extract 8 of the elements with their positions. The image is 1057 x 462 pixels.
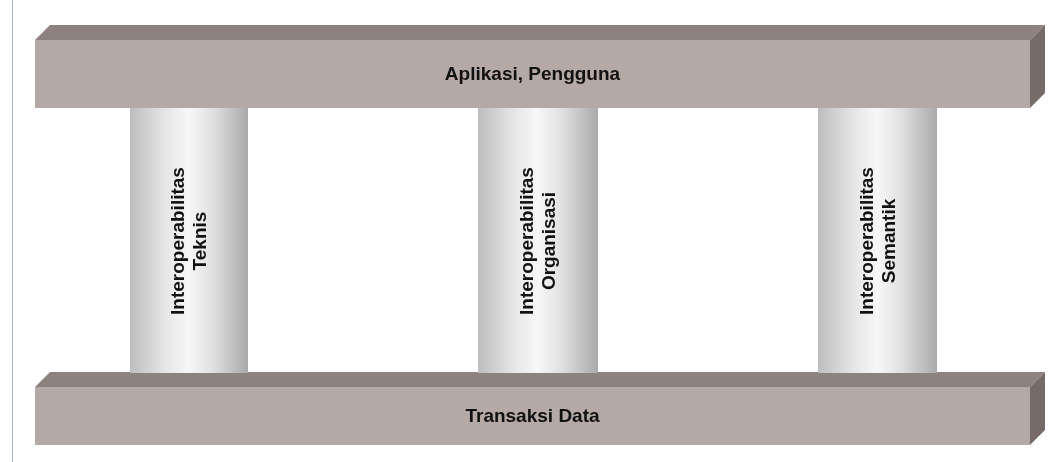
pillar: [130, 108, 248, 373]
pillar-label: Interoperabilitas Organisasi: [516, 165, 560, 317]
pillar-label: Interoperabilitas Teknis: [167, 165, 211, 317]
beam-label: Transaksi Data: [465, 405, 600, 427]
beam-label: Aplikasi, Pengguna: [444, 63, 621, 85]
pillar-label: Interoperabilitas Semantik: [855, 165, 900, 317]
pillar: [478, 108, 598, 373]
pillar: [818, 108, 937, 373]
